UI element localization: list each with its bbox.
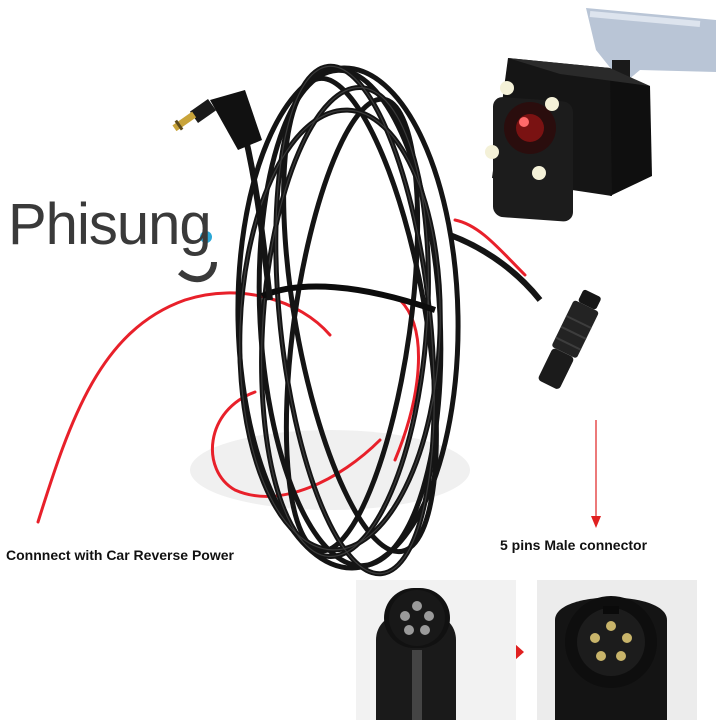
backup-camera [485,8,716,222]
cable-tie [260,283,436,313]
red-wire [36,218,527,524]
caption-male-connector: 5 pins Male connector [500,537,648,553]
connector-lead [448,232,543,302]
brand-logo: Phisung [8,192,212,257]
five-pin-connector [538,289,601,389]
right-angle-plug [172,90,262,150]
led-icon [532,166,546,180]
led-icon [545,97,559,111]
inset-connector-closeup-2 [537,580,697,720]
jack-lead [242,134,273,301]
coiled-cable-highlights [239,65,441,575]
led-icon [500,81,514,95]
logo-swirl [178,231,217,283]
inset-connector-closeup-1 [356,580,516,720]
connector-closeup-photo [555,596,667,720]
connector-closeup-photo [376,588,456,720]
pointer-arrowhead [591,516,601,528]
caption-reverse-power: Connnect with Car Reverse Power [6,547,234,563]
led-icon [485,145,499,159]
